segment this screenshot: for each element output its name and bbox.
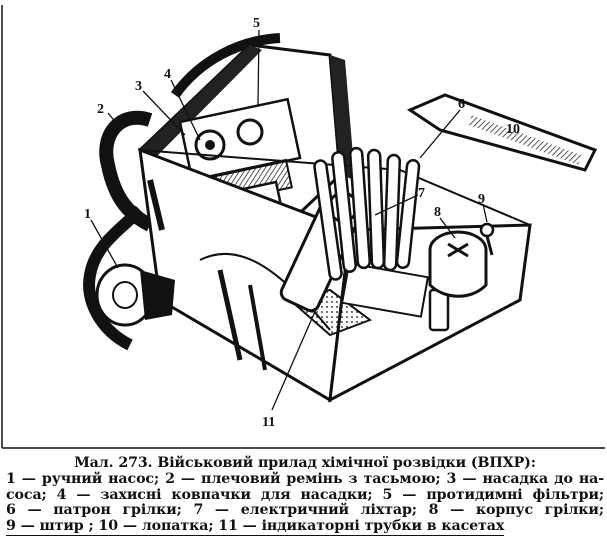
label-2: 2 (97, 102, 104, 117)
caption-title: Мал. 273. Військовий прилад хімічної роз… (74, 455, 536, 471)
label-4: 4 (164, 67, 171, 82)
label-9: 9 (478, 192, 485, 207)
label-3: 3 (135, 79, 142, 94)
label-10: 10 (506, 122, 520, 137)
caption-line-4-text: 9 — штир ; 10 — лопатка; 11 — індикаторн… (6, 517, 505, 536)
caption-line-4: 9 — штир ; 10 — лопатка; 11 — індикаторн… (6, 517, 604, 536)
label-5: 5 (253, 16, 260, 31)
label-7: 7 (418, 186, 425, 201)
pin (479, 222, 495, 256)
label-11: 11 (262, 415, 275, 430)
caption-line-3: 6 — патрон грілки; 7 — електричний ліхта… (6, 502, 604, 519)
spatula (406, 93, 598, 172)
label-6: 6 (458, 97, 465, 112)
hand-pump (95, 263, 175, 327)
figure-caption: Мал. 273. Військовий прилад хімічної роз… (6, 455, 604, 536)
shoulder-strap (83, 33, 281, 351)
device-illustration: 1 2 3 4 5 6 7 8 9 10 11 (1, 5, 605, 449)
heater-cartridges (313, 146, 421, 281)
heater-body (428, 230, 488, 298)
caption-line-2: соса; 4 — захисні ковпачки для насадки; … (6, 486, 604, 503)
label-1: 1 (84, 207, 91, 222)
caption-line-1: 1 — ручний насос; 2 — плечовий ремінь з … (6, 471, 604, 488)
label-8: 8 (434, 205, 441, 220)
